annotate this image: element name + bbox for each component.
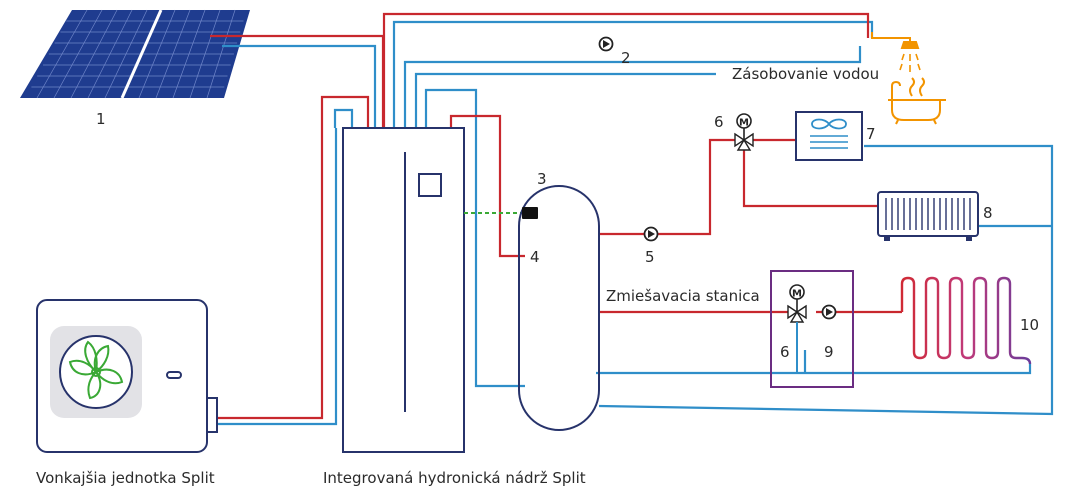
- radiator-icon: [877, 191, 979, 241]
- outdoor-unit-label: Vonkajšia jednotka Split: [36, 469, 215, 487]
- mixing-station-box: [770, 270, 854, 388]
- underfloor-heating-icon: [900, 276, 1032, 365]
- circulation-pump-icon-2: [598, 36, 614, 52]
- label-8-radiator: 8: [983, 204, 993, 222]
- label-6-valve-mix: 6: [780, 343, 790, 361]
- label-4-sensor: 4: [530, 248, 540, 266]
- fan-coil-icon: [795, 111, 863, 161]
- label-10-floor: 10: [1020, 316, 1039, 334]
- indoor-unit-label: Integrovaná hydronická nádrž Split: [323, 469, 586, 487]
- circulation-pump-icon-5: [643, 226, 659, 242]
- label-1-solar: 1: [96, 110, 106, 128]
- shower-bath-icon: [871, 32, 946, 125]
- buffer-tank-icon: [518, 185, 600, 431]
- label-3-buffer: 3: [537, 170, 547, 188]
- temperature-sensor-icon: [522, 207, 538, 219]
- label-9-pump: 9: [824, 343, 834, 361]
- fan-icon: [68, 340, 124, 400]
- label-5-pump: 5: [645, 248, 655, 266]
- solar-panel-icon: [20, 9, 250, 99]
- label-6-valve-top: 6: [714, 113, 724, 131]
- water-supply-label: Zásobovanie vodou: [732, 65, 879, 83]
- label-7-fancoil: 7: [866, 125, 876, 143]
- split-outdoor-unit-icon: [36, 299, 218, 453]
- valve-motor-letter: M: [739, 118, 749, 129]
- valve-motor-letter-mix: M: [792, 289, 802, 300]
- mixing-station-label: Zmiešavacia stanica: [606, 287, 760, 305]
- label-2-pump: 2: [621, 49, 631, 67]
- circulation-pump-icon-9: [821, 304, 837, 320]
- hydronic-tank-icon: [342, 127, 465, 453]
- cold-pipes: [218, 20, 1054, 426]
- three-way-mixing-valve-icon-mix: M: [787, 284, 807, 323]
- three-way-mixing-valve-icon-top: M: [734, 113, 754, 151]
